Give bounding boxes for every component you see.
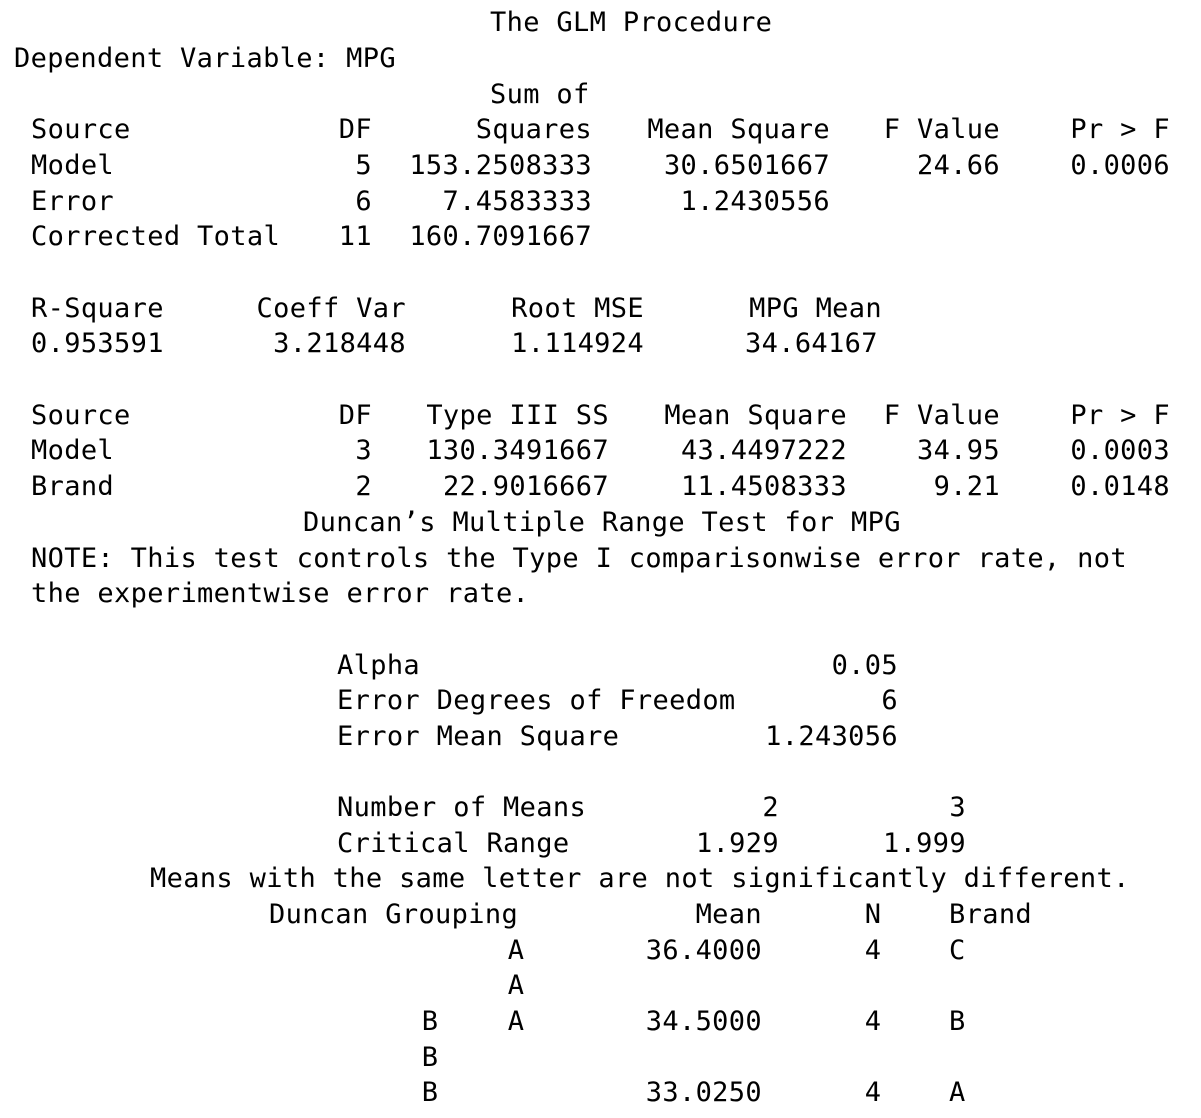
type3-cell: 3 [355,435,372,466]
type3-header-f-value: F Value [883,400,1000,431]
sum-of-header: Sum of [490,79,590,110]
fit-value: 3.218448 [273,328,406,359]
fit-value: 34.64167 [745,328,878,359]
param-label: Alpha [337,650,421,681]
type3-row-label: Model [31,435,115,466]
param-value: 1.243056 [765,721,898,752]
anova-row-label: Corrected Total [31,221,281,252]
group-letter: B [421,1077,439,1108]
param-value: 0.05 [831,650,898,681]
anova-header-df: DF [338,114,372,145]
group-letter: A [507,970,525,1001]
means-note: Means with the same letter are not signi… [150,863,1130,894]
anova-cell: 7.4583333 [442,186,592,217]
anova-cell: 11 [338,221,372,252]
critical-range-label: Critical Range [337,828,570,859]
param-label: Error Mean Square [337,721,620,752]
group-letter: A [507,935,525,966]
param-label: Error Degrees of Freedom [337,685,736,716]
anova-header-source: Source [31,114,131,145]
fit-header: Root MSE [511,293,644,324]
type3-cell: 34.95 [916,435,1000,466]
group-brand: B [949,1006,966,1037]
critical-range-value: 1.999 [882,828,966,859]
group-mean: 33.0250 [645,1077,762,1108]
fit-value: 0.953591 [31,328,164,359]
anova-header-squares: Squares [475,114,592,145]
duncan-note-line1: NOTE: This test controls the Type I comp… [31,543,1127,574]
type3-row-label: Brand [31,471,115,502]
fit-header: R-Square [31,293,164,324]
duncan-title: Duncan’s Multiple Range Test for MPG [303,507,901,538]
type3-cell: 11.4508333 [680,471,847,502]
critical-range-value: 1.929 [695,828,779,859]
anova-cell: 1.2430556 [680,186,830,217]
n-header: N [864,899,882,930]
type3-header-df: DF [338,400,372,431]
type3-header-source: Source [31,400,131,431]
anova-cell: 30.6501667 [663,150,830,181]
group-letter: B [421,1042,439,1073]
duncan-note-line2: the experimentwise error rate. [31,578,530,609]
brand-header: Brand [949,899,1033,930]
type3-cell: 0.0148 [1070,471,1170,502]
group-mean: 36.4000 [645,935,762,966]
type3-header-mean-square: Mean Square [664,400,847,431]
group-n: 4 [864,935,882,966]
anova-cell: 24.66 [916,150,1000,181]
number-of-means-value: 3 [949,792,966,823]
type3-cell: 9.21 [933,471,1000,502]
type3-cell: 2 [355,471,372,502]
anova-header-f-value: F Value [883,114,1000,145]
anova-cell: 160.7091667 [409,221,592,252]
group-letter: A [507,1006,525,1037]
anova-cell: 6 [355,186,372,217]
type3-cell: 43.4497222 [680,435,847,466]
group-letter: B [421,1006,439,1037]
anova-row-label: Model [31,150,115,181]
anova-cell: 153.2508333 [409,150,592,181]
group-brand: A [949,1077,966,1108]
procedure-title: The GLM Procedure [490,7,773,38]
group-n: 4 [864,1077,882,1108]
group-n: 4 [864,1006,882,1037]
type3-header-pr-f: Pr > F [1070,400,1170,431]
number-of-means-value: 2 [762,792,779,823]
type3-cell: 130.3491667 [426,435,609,466]
mean-header: Mean [695,899,762,930]
number-of-means-label: Number of Means [337,792,587,823]
dependent-variable-label: Dependent Variable: MPG [14,43,396,74]
group-mean: 34.5000 [645,1006,762,1037]
fit-header: MPG Mean [749,293,882,324]
anova-row-label: Error [31,186,115,217]
type3-cell: 0.0003 [1070,435,1170,466]
type3-cell: 22.9016667 [442,471,609,502]
anova-cell: 0.0006 [1070,150,1170,181]
grouping-header: Duncan Grouping [269,899,519,930]
anova-header-pr-f: Pr > F [1070,114,1170,145]
group-brand: C [949,935,966,966]
type3-header-ss: Type III SS [426,400,609,431]
fit-value: 1.114924 [511,328,644,359]
param-value: 6 [881,685,898,716]
anova-header-mean-square: Mean Square [647,114,830,145]
anova-cell: 5 [355,150,372,181]
fit-header: Coeff Var [256,293,406,324]
